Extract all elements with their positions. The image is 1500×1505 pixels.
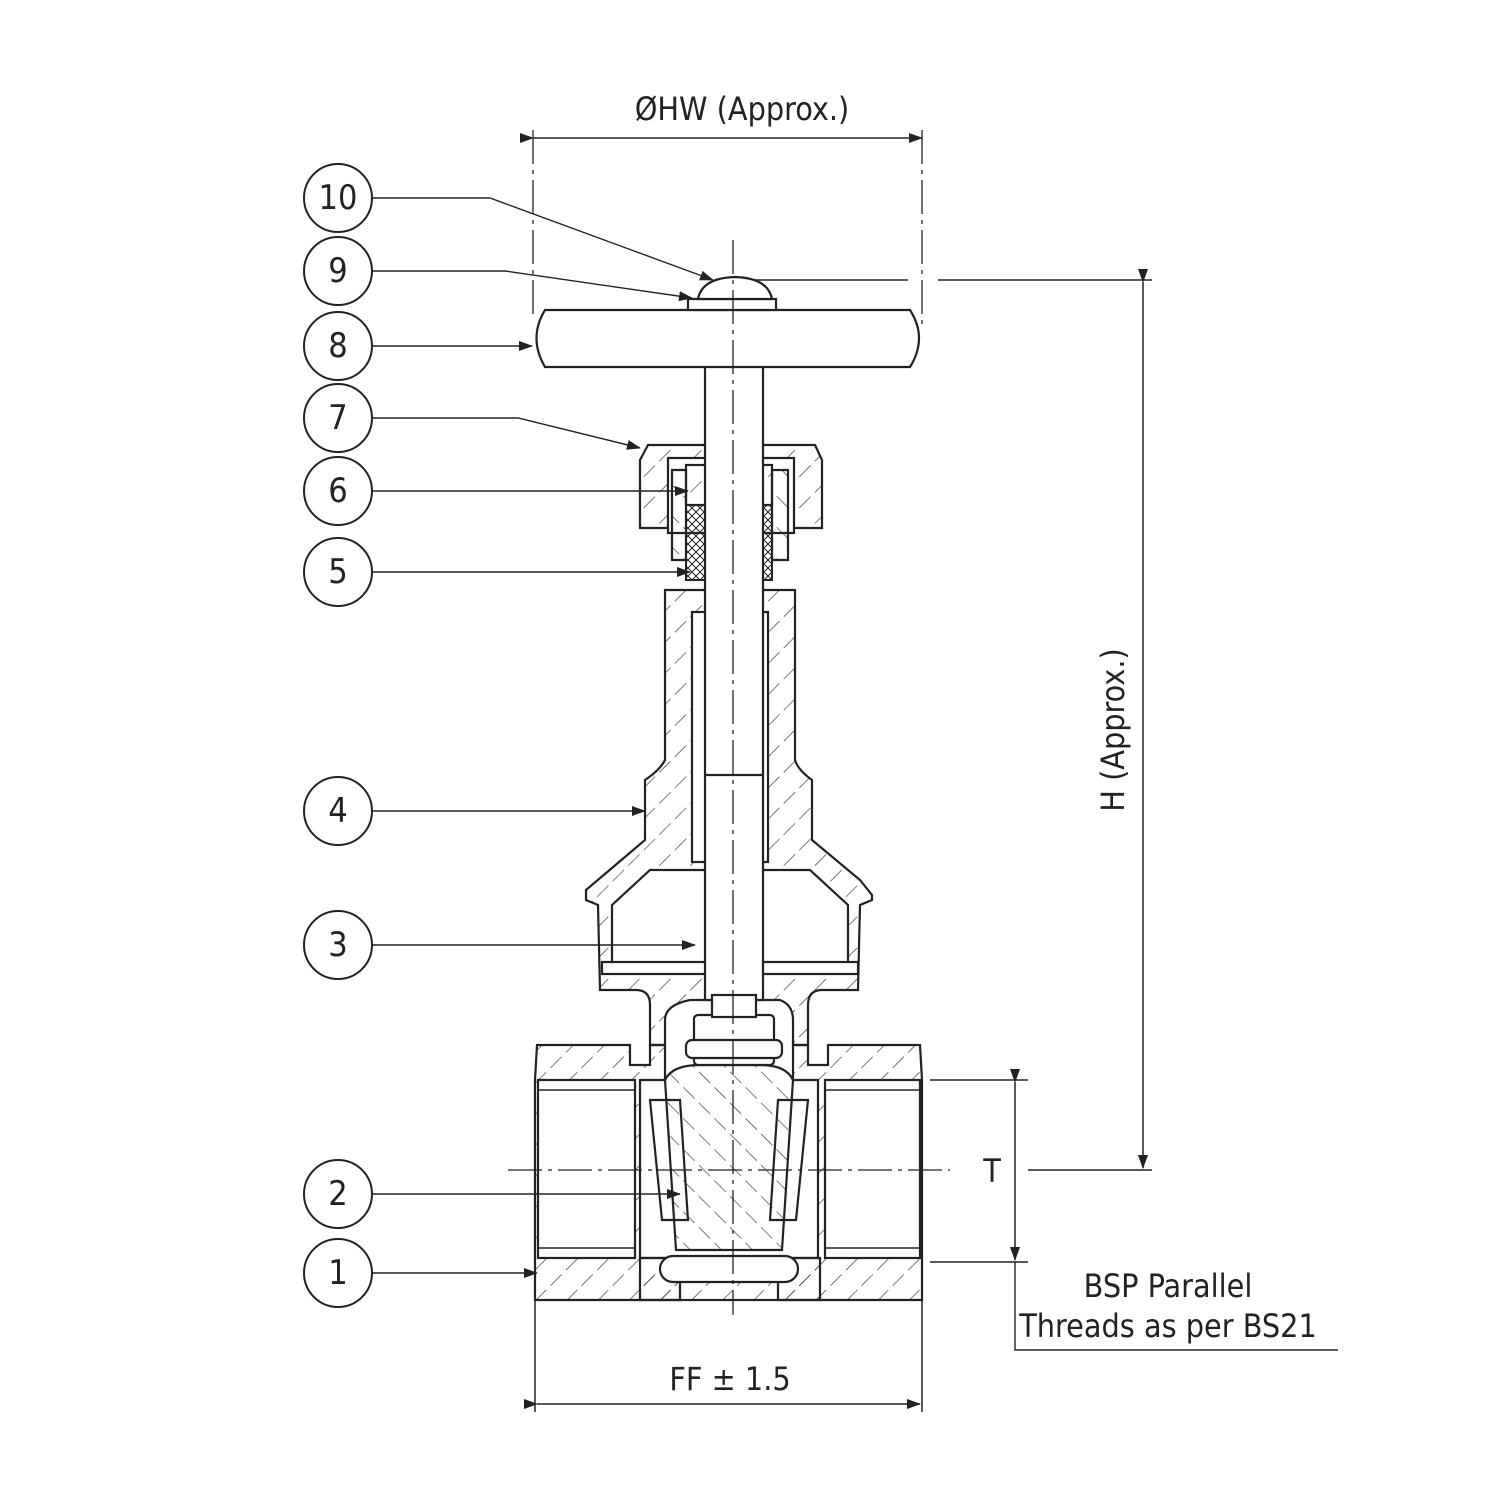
handwheel-assembly <box>535 275 921 369</box>
callout-2-number: 2 <box>328 1174 347 1214</box>
face-to-face-dimension: FF ± 1.5 <box>524 1300 923 1412</box>
callout-10-circle <box>303 163 373 233</box>
callout-9-circle <box>303 236 373 306</box>
handwheel-dimension: ØHW (Approx.) <box>520 90 923 330</box>
callout-8-number: 8 <box>328 326 347 366</box>
callout-4-number: 4 <box>328 791 347 831</box>
callout-5-number: 5 <box>328 552 347 592</box>
callout-7-circle <box>303 383 373 453</box>
callout-8: 8 <box>303 311 373 381</box>
callout-6-circle <box>303 456 373 526</box>
callout-2-circle <box>303 1159 373 1229</box>
callout-7-number: 7 <box>328 398 347 438</box>
thread-dimension: T <box>930 1069 1338 1351</box>
callout-6-number: 6 <box>328 471 347 511</box>
callout-1: 1 <box>303 1238 373 1308</box>
height-dimension-label: H (Approx.) <box>1094 648 1132 811</box>
callout-4-circle <box>303 776 373 846</box>
callout-7: 7 <box>303 383 373 453</box>
callout-4: 4 <box>303 776 373 846</box>
callout-10: 10 <box>303 163 373 233</box>
callout-6: 6 <box>303 456 373 526</box>
face-to-face-tolerance: 1.5 <box>745 1360 791 1398</box>
valve-body <box>533 1043 924 1302</box>
callout-10-number: 10 <box>319 178 358 218</box>
thread-note: BSP Parallel Threads as per BS21 <box>1018 1267 1317 1345</box>
callout-9-number: 9 <box>328 251 347 291</box>
handwheel-dimension-label: ØHW (Approx.) <box>635 90 850 128</box>
face-to-face-symbol: FF <box>669 1360 702 1398</box>
wedge <box>648 1013 810 1252</box>
height-dimension: H (Approx.) <box>735 269 1152 1171</box>
stem <box>703 358 765 1019</box>
callout-5: 5 <box>303 537 373 607</box>
callout-9: 9 <box>303 236 373 306</box>
callout-3: 3 <box>303 910 373 980</box>
plus-minus-sign: ± <box>702 1360 744 1398</box>
callout-3-circle <box>303 910 373 980</box>
callout-1-circle <box>303 1238 373 1308</box>
thread-note-line2: Threads as per BS21 <box>1018 1307 1317 1345</box>
callout-1-number: 1 <box>328 1253 347 1293</box>
callout-2: 2 <box>303 1159 373 1229</box>
thread-note-line1: BSP Parallel <box>1084 1267 1253 1305</box>
callout-8-circle <box>303 311 373 381</box>
callout-3-number: 3 <box>328 925 347 965</box>
leader-lines <box>372 197 714 1278</box>
face-to-face-label: FF ± 1.5 <box>669 1360 790 1398</box>
thread-dimension-label: T <box>982 1152 1001 1190</box>
callout-5-circle <box>303 537 373 607</box>
